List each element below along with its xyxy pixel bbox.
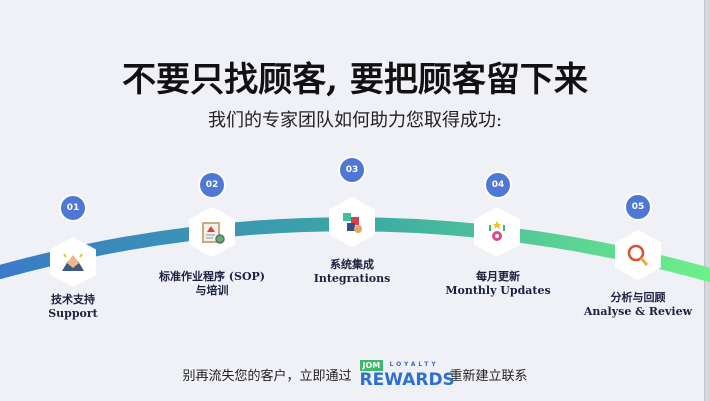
step-label-zh: 系统集成 bbox=[330, 258, 374, 271]
step-label-en: Analyse & Review bbox=[583, 305, 693, 318]
step-badge-02: 02 bbox=[200, 173, 224, 197]
magnifier-icon bbox=[615, 230, 661, 280]
logo-jom: JOM bbox=[359, 360, 384, 371]
step-badge-04: 04 bbox=[486, 173, 510, 197]
page-title: 不要只找顾客, 要把顾客留下来 bbox=[122, 60, 588, 100]
jom-loyalty-rewards-logo: JOM LOYALTY REWARDS bbox=[359, 360, 455, 390]
footer-text-before: 别再流失您的客户，立即通过 bbox=[182, 368, 352, 384]
step-label-zh: 标准作业程序 (SOP) bbox=[158, 270, 266, 283]
logo-loyalty: LOYALTY bbox=[389, 361, 439, 368]
step-label-zh: 分析与回顾 bbox=[610, 291, 666, 304]
step-label-en: Integrations bbox=[313, 272, 391, 285]
step-label-zh: 技术支持 bbox=[51, 293, 95, 306]
footer-text-after: 重新建立联系 bbox=[449, 368, 528, 384]
clipboard-checklist-icon bbox=[189, 207, 235, 257]
footer-cta: 别再流失您的客户，立即通过 JOM LOYALTY REWARDS 重新建立联系 bbox=[0, 360, 710, 390]
step-label-en: Monthly Updates bbox=[445, 284, 551, 297]
step-badge-01: 01 bbox=[61, 196, 85, 220]
page-subtitle: 我们的专家团队如何助力您取得成功: bbox=[207, 110, 503, 131]
step-label-sop: 标准作业程序 (SOP)与培训 bbox=[127, 270, 297, 298]
step-label-en: Support bbox=[48, 307, 98, 320]
step-badge-05: 05 bbox=[626, 195, 650, 219]
step-label-en: 与培训 bbox=[195, 284, 229, 297]
logo-rewards: REWARDS bbox=[359, 370, 455, 390]
step-label-zh: 每月更新 bbox=[476, 270, 520, 283]
step-badge-03: 03 bbox=[340, 158, 364, 182]
window-edge bbox=[704, 0, 710, 401]
